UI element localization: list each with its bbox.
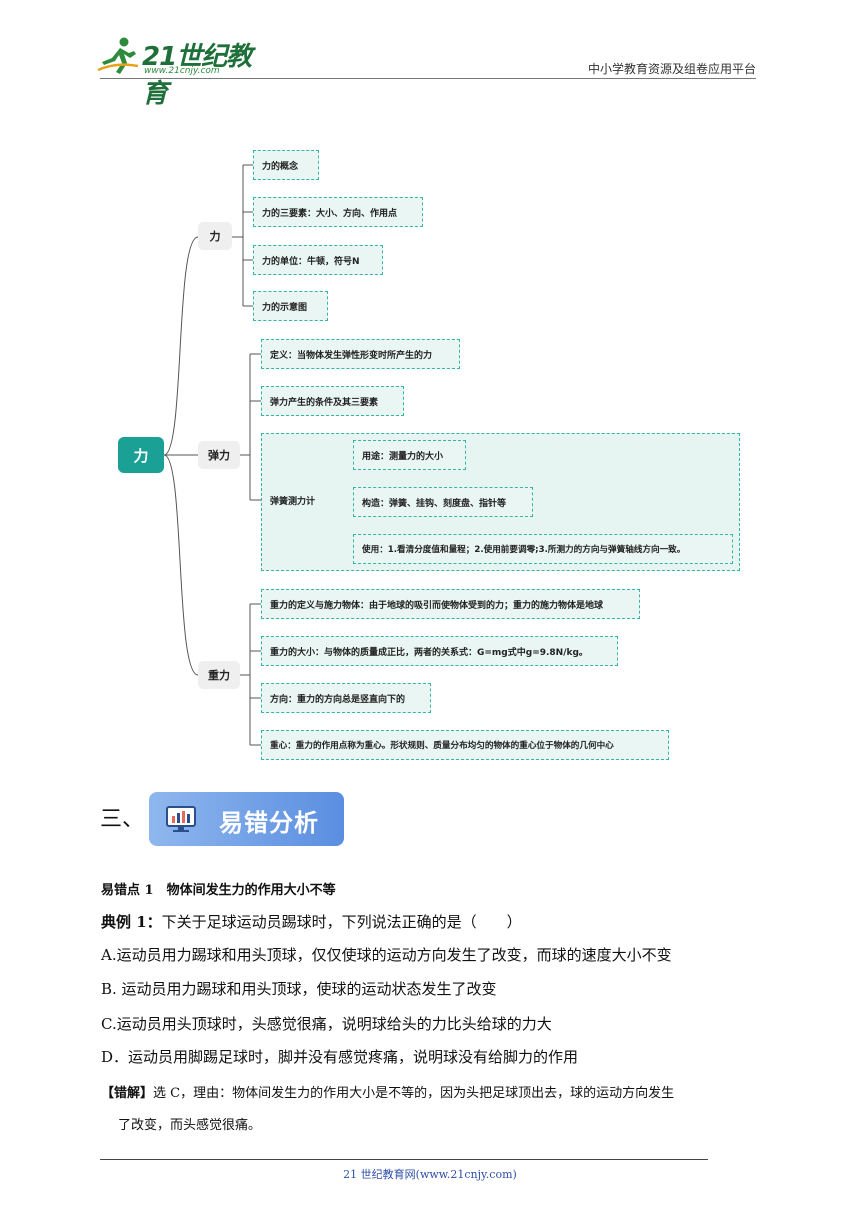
option-b: B. 运动员用力踢球和用头顶球，使球的运动状态发生了改变 xyxy=(101,980,497,998)
option-a: A.运动员用力踢球和用头顶球，仅仅使球的运动方向发生了改变，而球的速度大小不变 xyxy=(101,946,672,964)
leaf-force-three-elements: 力的三要素：大小、方向、作用点 xyxy=(253,197,423,227)
mindmap-connectors xyxy=(163,164,353,746)
branch-force: 力 xyxy=(198,222,232,250)
leaf-elastic-conditions: 弹力产生的条件及其三要素 xyxy=(261,386,404,416)
header-platform-name: 中小学教育资源及组卷应用平台 xyxy=(587,62,756,76)
header-divider xyxy=(100,78,756,79)
spring-scale-label: 弹簧测力计 xyxy=(270,496,316,507)
leaf-gravity-magnitude: 重力的大小：与物体的质量成正比，两者的关系式：G=mg式中g=9.8N/kg。 xyxy=(261,636,618,666)
option-c: C.运动员用头顶球时，头感觉很痛，说明球给头的力比头给球的力大 xyxy=(101,1015,552,1033)
footer-divider xyxy=(100,1159,708,1160)
logo-url: www.21cnjy.com xyxy=(144,66,220,76)
leaf-gravity-center: 重心：重力的作用点称为重心。形状规则、质量分布均匀的物体的重心位于物体的几何中心 xyxy=(261,730,669,760)
error-label: 【错解】 xyxy=(101,1086,154,1101)
runner-logo-icon xyxy=(97,37,139,74)
leaf-spring-structure: 构造：弹簧、挂钩、刻度盘、指针等 xyxy=(353,487,533,517)
error-explanation-line2: 了改变，而头感觉很痛。 xyxy=(118,1118,262,1133)
branch-elastic: 弹力 xyxy=(198,441,240,469)
section-title: 易错分析 xyxy=(219,809,319,837)
logo-text: 21世纪教育 xyxy=(142,42,252,109)
analysis-monitor-icon xyxy=(166,806,196,832)
error-text-1: 选 C，理由：物体间发生力的作用大小是不等的，因为头把足球顶出去，球的运动方向发… xyxy=(153,1086,675,1101)
leaf-gravity-direction: 方向：重力的方向总是竖直向下的 xyxy=(261,683,431,713)
section-number: 三、 xyxy=(100,807,145,832)
example-label: 典例 1： xyxy=(101,913,162,931)
mindmap-root: 力 xyxy=(118,437,164,473)
leaf-force-concept: 力的概念 xyxy=(253,150,319,180)
site-logo: 21世纪教育 www.21cnjy.com xyxy=(96,34,266,109)
leaf-spring-use: 用途：测量力的大小 xyxy=(353,440,466,470)
footer-text: 21 世纪教育网(www.21cnjy.com) xyxy=(343,1168,517,1181)
error-point-title: 易错点 1 物体间发生力的作用大小不等 xyxy=(101,883,336,898)
leaf-elastic-definition: 定义：当物体发生弹性形变时所产生的力 xyxy=(261,339,460,369)
leaf-spring-usage: 使用：1.看清分度值和量程；2.使用前要调零;3.所测力的方向与弹簧轴线方向一致… xyxy=(353,534,733,564)
example-question: 下关于足球运动员踢球时，下列说法正确的是（ ） xyxy=(161,913,522,931)
error-explanation-line1: 【错解】选 C，理由：物体间发生力的作用大小是不等的，因为头把足球顶出去，球的运… xyxy=(101,1082,674,1101)
option-d: D．运动员用脚踢足球时，脚并没有感觉疼痛，说明球没有给脚力的作用 xyxy=(101,1048,579,1066)
section-banner: 易错分析 xyxy=(149,792,344,846)
example-line: 典例 1：下关于足球运动员踢球时，下列说法正确的是（ ） xyxy=(101,911,522,932)
branch-gravity: 重力 xyxy=(198,661,240,689)
leaf-force-unit: 力的单位：牛顿，符号N xyxy=(253,245,383,275)
leaf-force-diagram: 力的示意图 xyxy=(253,291,328,321)
leaf-gravity-definition: 重力的定义与施力物体：由于地球的吸引而使物体受到的力；重力的施力物体是地球 xyxy=(261,589,640,619)
